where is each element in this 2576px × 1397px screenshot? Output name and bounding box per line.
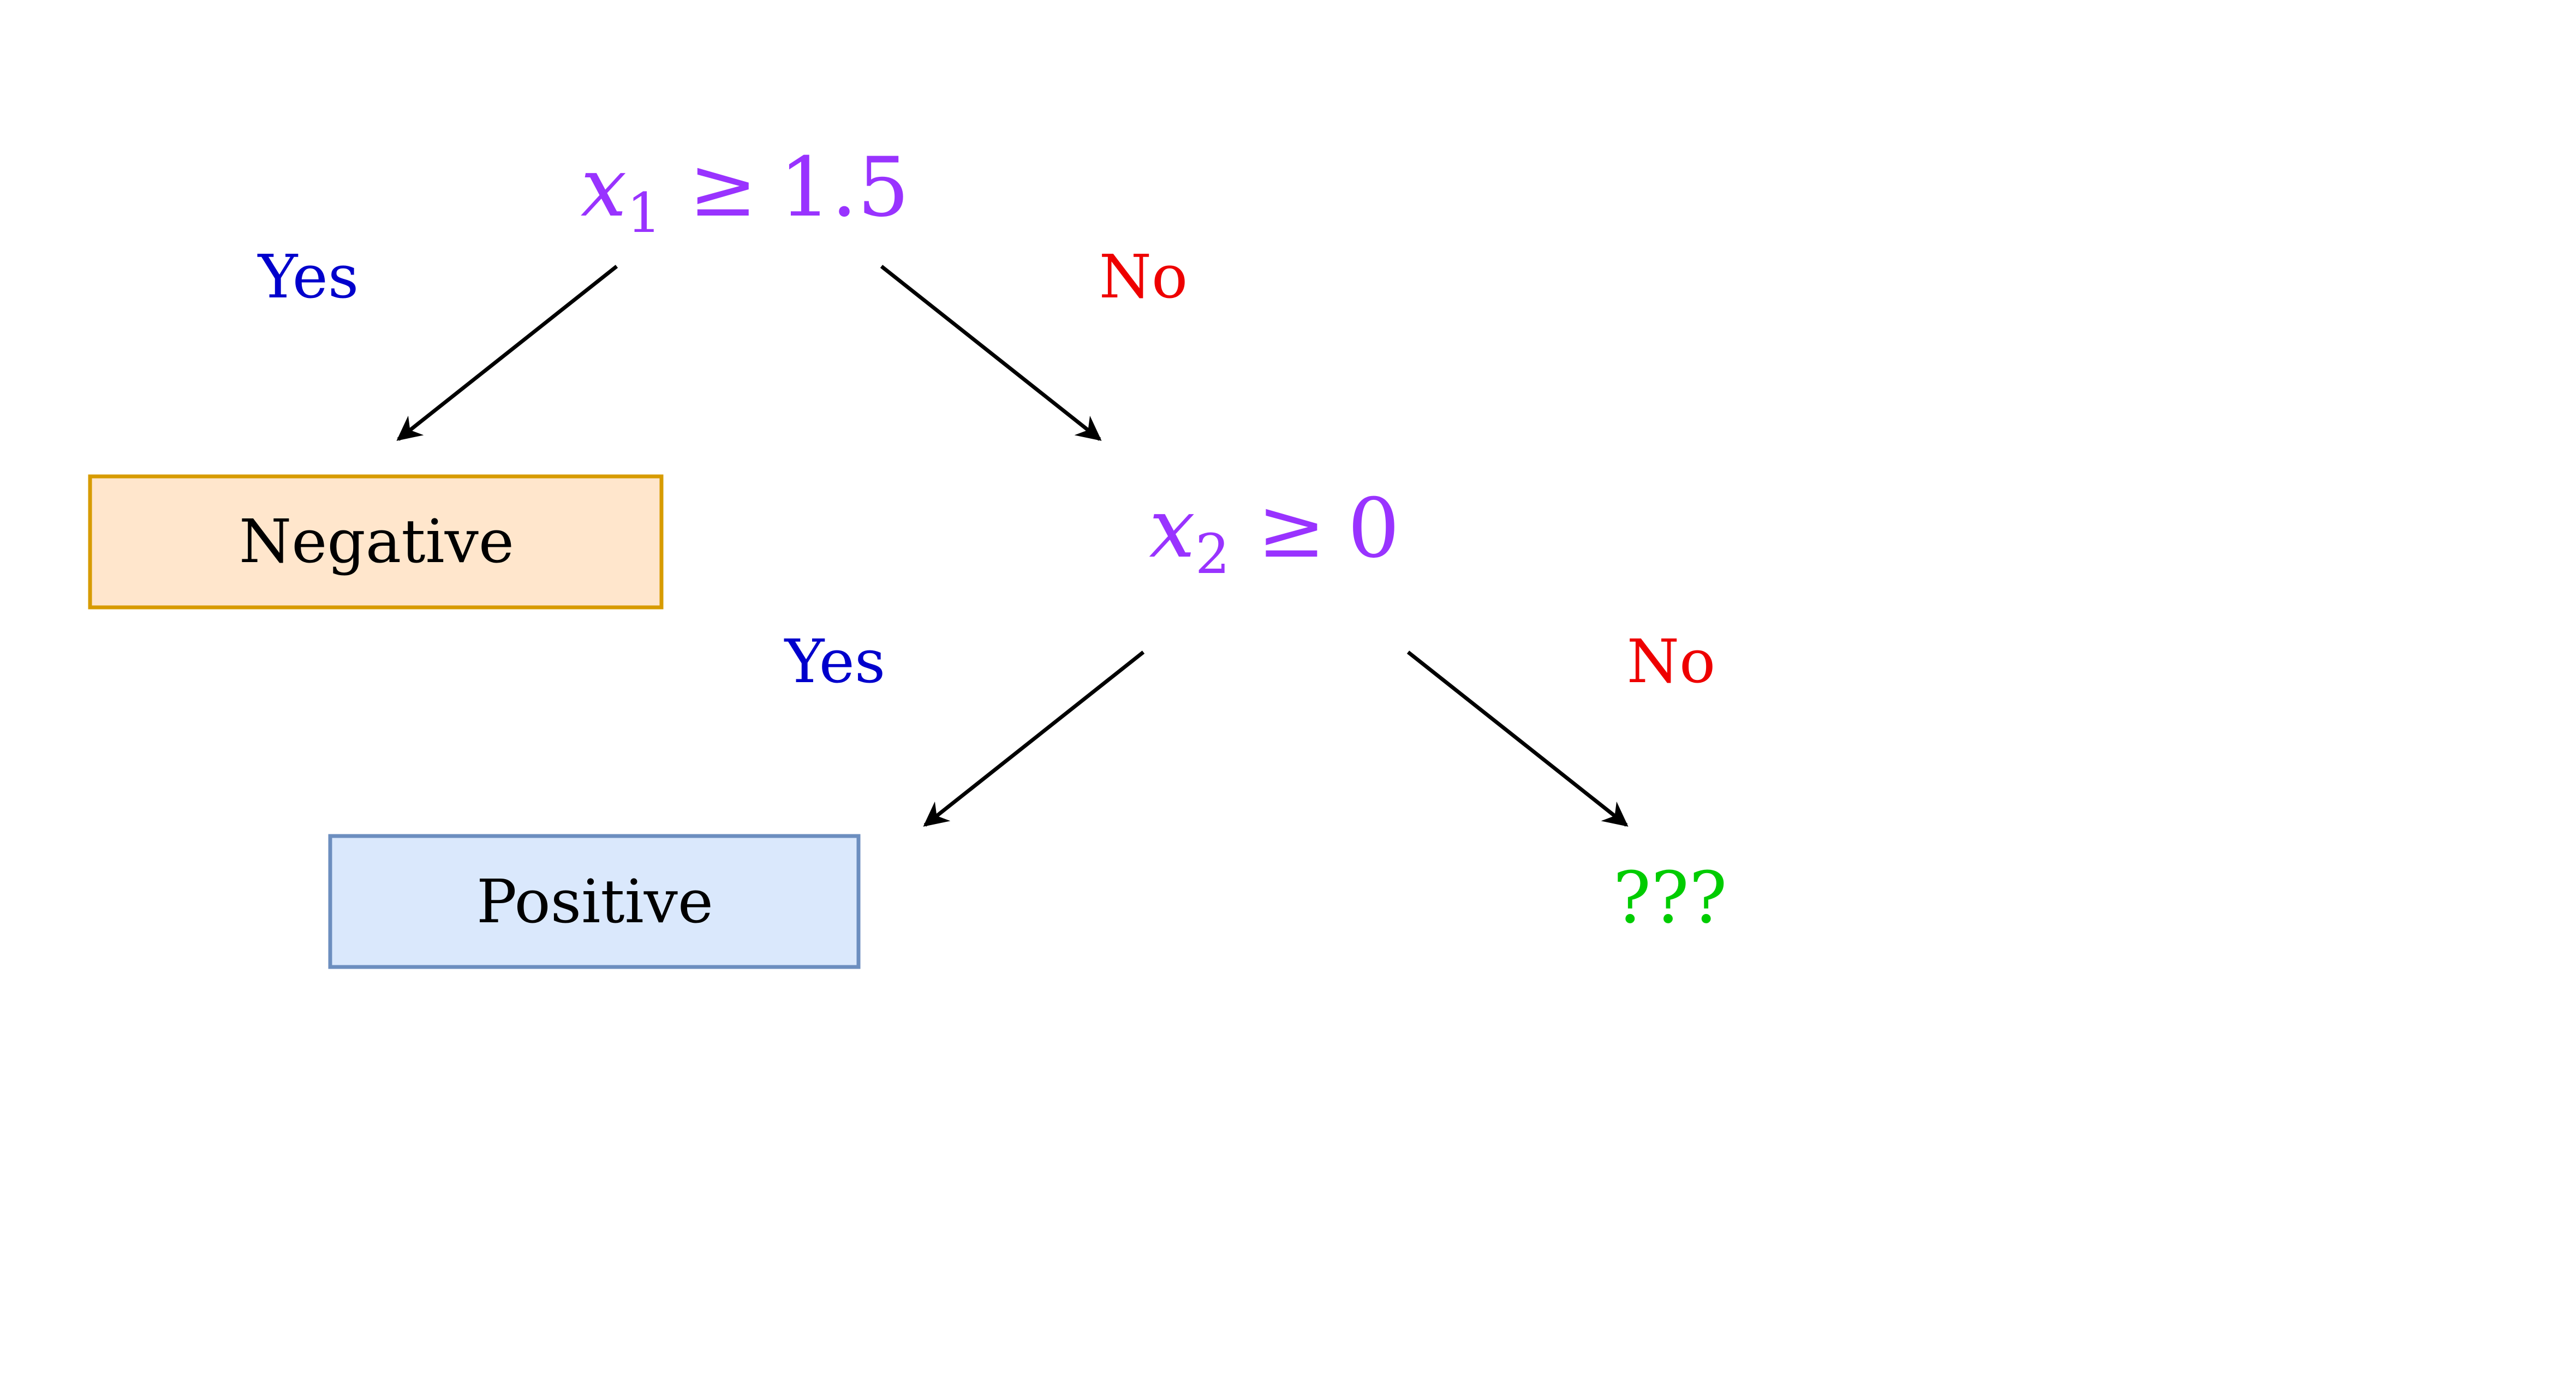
leaf-positive: Positive: [328, 834, 861, 969]
leaf-negative-label: Negative: [239, 506, 514, 576]
edge-arrow-root-yes: [396, 265, 618, 441]
edge-label-root-no: No: [1099, 242, 1188, 312]
second-condition-operator: ≥: [1257, 481, 1326, 576]
root-condition: x1 ≥1.5: [581, 140, 909, 245]
edge-label-second-yes: Yes: [784, 626, 886, 696]
edge-arrow-root-no: [880, 265, 1102, 441]
root-condition-variable: x: [581, 140, 627, 235]
leaf-negative: Negative: [88, 474, 664, 610]
edge-label-root-yes: Yes: [257, 242, 359, 312]
second-condition-variable: x: [1149, 481, 1195, 576]
edge-arrow-second-no: [1406, 650, 1629, 827]
second-condition-subscript: 2: [1195, 522, 1230, 586]
second-condition-value: 0: [1347, 481, 1399, 576]
edge-label-second-no: No: [1627, 626, 1715, 696]
root-condition-operator: ≥: [689, 140, 758, 235]
second-condition: x2 ≥0: [1149, 481, 1399, 586]
edge-arrow-second-yes: [923, 650, 1145, 827]
leaf-unknown-label: ???: [1613, 856, 1727, 939]
leaf-negative-box: [88, 474, 664, 610]
root-condition-subscript: 1: [627, 181, 661, 245]
leaf-positive-label: Positive: [476, 867, 713, 936]
root-condition-value: 1.5: [779, 140, 910, 235]
leaf-positive-box: [328, 834, 861, 969]
